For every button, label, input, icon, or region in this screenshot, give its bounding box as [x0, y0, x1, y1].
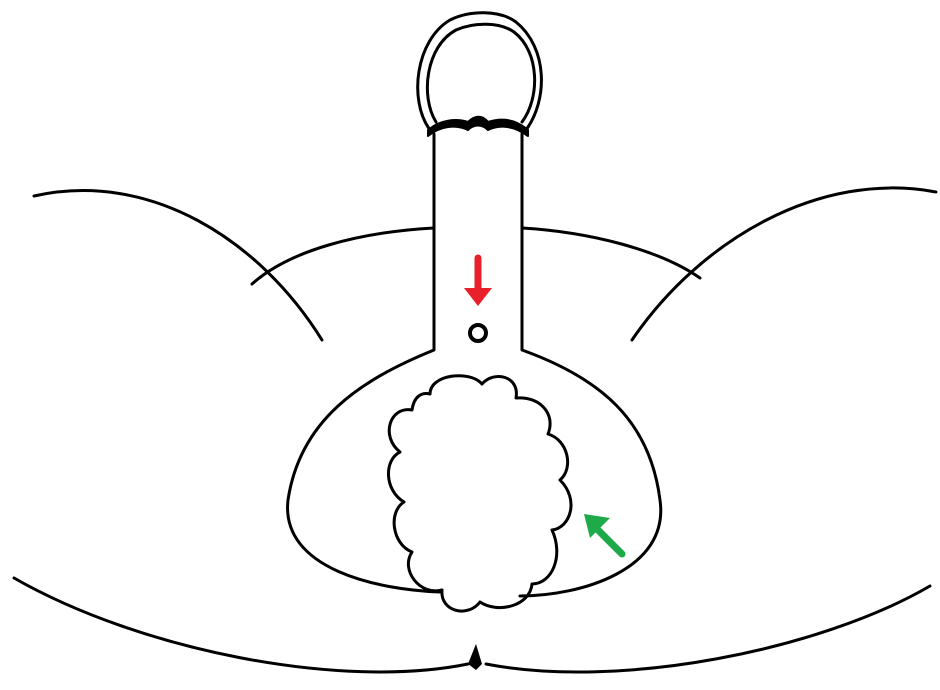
ring-icon	[470, 325, 486, 341]
down-arrow-icon	[464, 258, 492, 306]
glans-outer	[418, 13, 542, 130]
shaft-and-scrotum-outline	[288, 134, 661, 596]
corona-band	[428, 117, 528, 136]
cloud-lesion	[388, 376, 571, 611]
cleft-point	[468, 644, 482, 670]
pubic-arc-right	[522, 228, 700, 278]
lower-right-curve	[486, 586, 930, 672]
up-left-arrow-icon	[584, 514, 622, 554]
glans-inner	[427, 24, 534, 122]
pubic-arc-left	[252, 228, 434, 284]
lower-left-curve	[14, 578, 468, 672]
